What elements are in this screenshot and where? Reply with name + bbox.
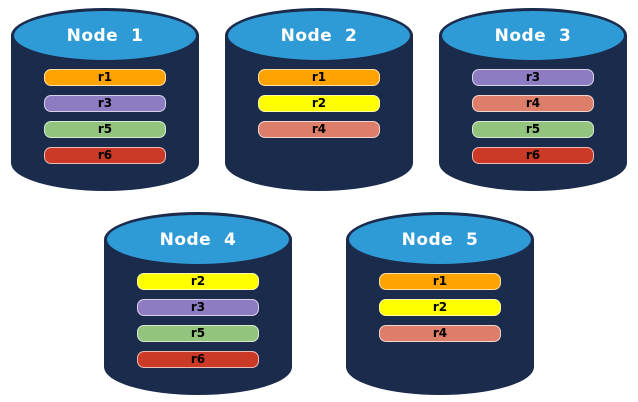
cylinder-top: Node 1 — [11, 8, 199, 63]
replica-label: r6 — [97, 148, 113, 162]
replica-list: r3 r4 r5 r6 — [439, 69, 627, 164]
replica-label: r5 — [525, 122, 541, 136]
replica-bar-r3: r3 — [472, 69, 594, 86]
replica-list: r2 r3 r5 r6 — [104, 273, 292, 368]
replica-label: r5 — [97, 122, 113, 136]
replica-bar-r5: r5 — [472, 121, 594, 138]
replica-bar-r6: r6 — [137, 351, 259, 368]
replica-bar-r4: r4 — [258, 121, 380, 138]
database-node-3: Node 3 r3 r4 r5 r6 — [439, 8, 627, 191]
replica-bar-r1: r1 — [379, 273, 501, 290]
bottom-row: Node 4 r2 r3 r5 r6 Node 5 r1 r2 r4 — [0, 212, 638, 395]
replica-bar-r6: r6 — [44, 147, 166, 164]
replica-bar-r3: r3 — [44, 95, 166, 112]
replica-label: r2 — [432, 300, 448, 314]
database-node-1: Node 1 r1 r3 r5 r6 — [11, 8, 199, 191]
database-node-5: Node 5 r1 r2 r4 — [346, 212, 534, 395]
cylinder-top: Node 4 — [104, 212, 292, 267]
replica-label: r1 — [432, 274, 448, 288]
replica-label: r2 — [311, 96, 327, 110]
replica-label: r4 — [432, 326, 448, 340]
node-label: Node 3 — [494, 25, 572, 46]
replica-label: r3 — [190, 300, 206, 314]
node-label: Node 5 — [401, 229, 479, 250]
replica-label: r2 — [190, 274, 206, 288]
replica-label: r3 — [525, 70, 541, 84]
replica-label: r4 — [525, 96, 541, 110]
replica-label: r1 — [311, 70, 327, 84]
node-label: Node 1 — [66, 25, 144, 46]
replica-label: r5 — [190, 326, 206, 340]
replica-bar-r2: r2 — [379, 299, 501, 316]
replica-bar-r4: r4 — [472, 95, 594, 112]
replica-list: r1 r3 r5 r6 — [11, 69, 199, 164]
cylinder-top: Node 5 — [346, 212, 534, 267]
replica-bar-r5: r5 — [137, 325, 259, 342]
replica-label: r3 — [97, 96, 113, 110]
replica-list: r1 r2 r4 — [346, 273, 534, 342]
replica-bar-r2: r2 — [258, 95, 380, 112]
replica-bar-r1: r1 — [258, 69, 380, 86]
cylinder-top: Node 2 — [225, 8, 413, 63]
replica-label: r4 — [311, 122, 327, 136]
replica-bar-r3: r3 — [137, 299, 259, 316]
replica-label: r6 — [190, 352, 206, 366]
replica-bar-r1: r1 — [44, 69, 166, 86]
node-label: Node 4 — [159, 229, 237, 250]
replica-bar-r2: r2 — [137, 273, 259, 290]
node-label: Node 2 — [280, 25, 358, 46]
replica-label: r1 — [97, 70, 113, 84]
cylinder-top: Node 3 — [439, 8, 627, 63]
database-node-2: Node 2 r1 r2 r4 — [225, 8, 413, 191]
replica-bar-r5: r5 — [44, 121, 166, 138]
replica-bar-r6: r6 — [472, 147, 594, 164]
replica-list: r1 r2 r4 — [225, 69, 413, 138]
replica-label: r6 — [525, 148, 541, 162]
database-node-4: Node 4 r2 r3 r5 r6 — [104, 212, 292, 395]
replica-bar-r4: r4 — [379, 325, 501, 342]
